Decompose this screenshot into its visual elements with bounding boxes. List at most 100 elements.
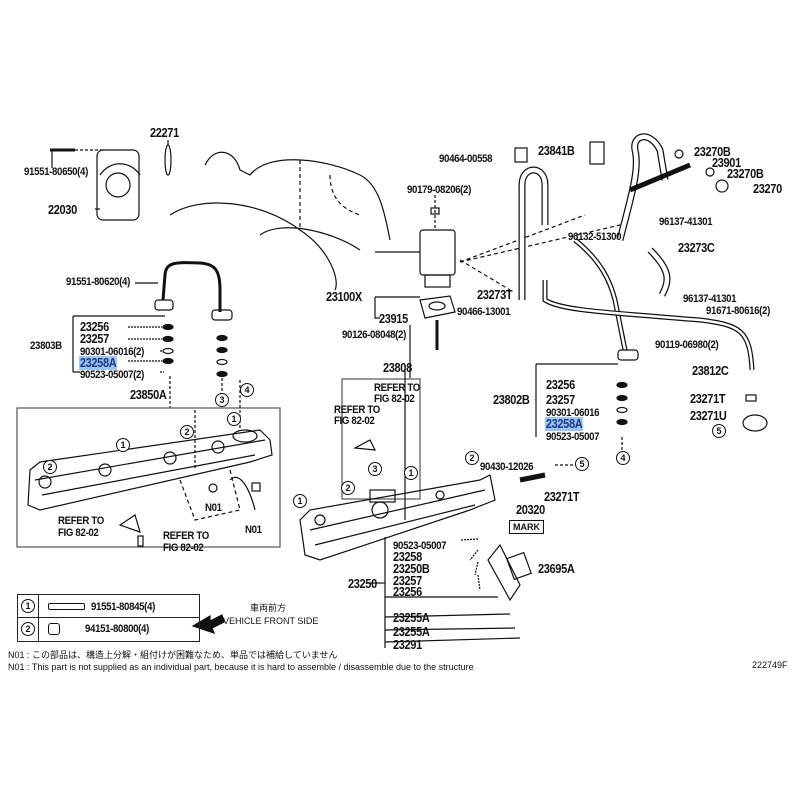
part-label-22030: 22030 xyxy=(48,203,77,217)
part-label-23257: 23257 xyxy=(393,574,422,588)
refer-fig-label: FIG 82-02 xyxy=(163,542,204,554)
part-label-23270B: 23270B xyxy=(694,145,731,159)
part-label-23802B: 23802B xyxy=(493,393,530,407)
part-label-23257: 23257 xyxy=(546,393,575,407)
callout-2: 2 xyxy=(341,481,355,495)
refer-to-label: REFER TO xyxy=(334,404,380,416)
callout-2: 2 xyxy=(21,622,35,636)
bolt-icon xyxy=(48,603,85,610)
part-label-23100X: 23100X xyxy=(326,290,362,304)
injector-23250 xyxy=(487,543,521,602)
mark-label: MARK xyxy=(509,520,544,534)
part-label-96132-51300: 96132-51300 xyxy=(568,231,622,243)
callout-5: 5 xyxy=(575,457,589,471)
part-label-23803B: 23803B xyxy=(30,340,62,352)
part-label-90523-05007: 90523-05007 xyxy=(546,431,600,443)
nut-icon xyxy=(48,623,60,635)
fuel-rail-box-right xyxy=(341,378,421,500)
part-label-23291: 23291 xyxy=(393,638,422,652)
legend-part-91551-80845: 91551-80845(4) xyxy=(91,601,155,613)
refer-fig-label: FIG 82-02 xyxy=(374,393,415,405)
part-label-96137-41301: 96137-41301 xyxy=(659,216,713,228)
part-label-23256: 23256 xyxy=(393,585,422,599)
part-label-90430-12026: 90430-12026 xyxy=(480,461,534,473)
part-label-23695A: 23695A xyxy=(538,562,575,576)
part-label-23255A: 23255A xyxy=(393,611,430,625)
diagram-id: 222749F xyxy=(752,660,788,670)
callout-5: 5 xyxy=(712,424,726,438)
highlighted-part[interactable]: 23258A xyxy=(545,417,584,431)
legend-part-94151-80800: 94151-80800(4) xyxy=(85,623,149,635)
part-label-23271U: 23271U xyxy=(690,409,727,423)
n01-label: N01 xyxy=(205,502,222,514)
vehicle-front-arrow xyxy=(191,614,225,634)
intake-manifold-outline xyxy=(169,151,391,291)
part-label-90464-00558: 90464-00558 xyxy=(439,153,493,165)
callout-1: 1 xyxy=(116,438,130,452)
note-n01-jp: N01 : この部品は、構造上分解・組付けが困難なため、単品では補給していません xyxy=(8,650,338,660)
part-label-23850A: 23850A xyxy=(130,388,167,402)
part-label-23258A-highlighted[interactable]: 23258A xyxy=(79,356,118,370)
refer-to-label: REFER TO xyxy=(374,382,420,394)
note-n01-en: N01 : This part is not supplied as an in… xyxy=(8,662,474,672)
callout-2: 2 xyxy=(465,451,479,465)
part-label-90119-06980: 90119-06980(2) xyxy=(655,339,719,351)
part-label-91551-80620: 91551-80620(4) xyxy=(66,276,130,288)
part-label-23256: 23256 xyxy=(546,378,575,392)
part-label-23256: 23256 xyxy=(80,320,109,334)
part-label-96137-41301: 96137-41301 xyxy=(683,293,737,305)
part-label-90301-06016: 90301-06016 xyxy=(546,407,600,419)
refer-fig-label: FIG 82-02 xyxy=(58,527,99,539)
highlighted-part[interactable]: 23258A xyxy=(79,356,118,370)
part-label-90523-05007: 90523-05007 xyxy=(393,540,447,552)
part-label-23901: 23901 xyxy=(712,156,741,170)
fastener-legend: 1 91551-80845(4) 2 94151-80800(4) xyxy=(17,594,200,642)
callout-1: 1 xyxy=(21,599,35,613)
part-label-90179-08206: 90179-08206(2) xyxy=(407,184,471,196)
part-label-90523-05007: 90523-05007(2) xyxy=(80,369,144,381)
legend-row: 1 91551-80845(4) xyxy=(18,595,199,618)
refer-fig-label: FIG 82-02 xyxy=(334,415,375,427)
refer-to-label: REFER TO xyxy=(163,530,209,542)
part-label-20320: 20320 xyxy=(516,503,545,517)
callout-2: 2 xyxy=(43,460,57,474)
gasket-22271 xyxy=(164,144,172,176)
vehicle-front-en: VEHICLE FRONT SIDE xyxy=(223,616,319,626)
fuel-pipe-left xyxy=(161,261,222,312)
part-label-90466-13001: 90466-13001 xyxy=(457,306,511,318)
part-label-23812C: 23812C xyxy=(692,364,729,378)
n01-label: N01 xyxy=(245,524,262,536)
part-label-23915: 23915 xyxy=(379,312,408,326)
egr-valve-23100X xyxy=(419,229,456,276)
gasket-23915 xyxy=(419,295,456,319)
callout-3: 3 xyxy=(215,393,229,407)
part-label-23257: 23257 xyxy=(80,332,109,346)
throttle-body-22030 xyxy=(96,149,140,221)
part-label-23258A-highlighted[interactable]: 23258A xyxy=(545,417,584,431)
part-label-23271T: 23271T xyxy=(690,392,726,406)
callout-4: 4 xyxy=(240,383,254,397)
part-label-23258: 23258 xyxy=(393,550,422,564)
fuel-rail-right xyxy=(299,474,496,561)
fuel-rail-left xyxy=(27,429,273,511)
part-label-23255A: 23255A xyxy=(393,625,430,639)
callout-4: 4 xyxy=(616,451,630,465)
vehicle-front-jp: 車両前方 xyxy=(250,603,287,613)
refer-to-label: REFER TO xyxy=(58,515,104,527)
part-label-23273C: 23273C xyxy=(678,241,715,255)
part-label-23250B: 23250B xyxy=(393,562,430,576)
part-label-23270: 23270 xyxy=(753,182,782,196)
part-label-91671-80616: 91671-80616(2) xyxy=(706,305,770,317)
part-label-23250: 23250 xyxy=(348,577,377,591)
callout-1: 1 xyxy=(293,494,307,508)
part-label-90126-08048: 90126-08048(2) xyxy=(342,329,406,341)
part-label-23270B: 23270B xyxy=(727,167,764,181)
part-label-91551-80650: 91551-80650(4) xyxy=(24,166,88,178)
legend-row: 2 94151-80800(4) xyxy=(18,618,199,641)
callout-1: 1 xyxy=(227,412,241,426)
part-label-23271T: 23271T xyxy=(544,490,580,504)
part-label-90301-06016: 90301-06016(2) xyxy=(80,346,144,358)
part-label-22271: 22271 xyxy=(150,126,179,140)
